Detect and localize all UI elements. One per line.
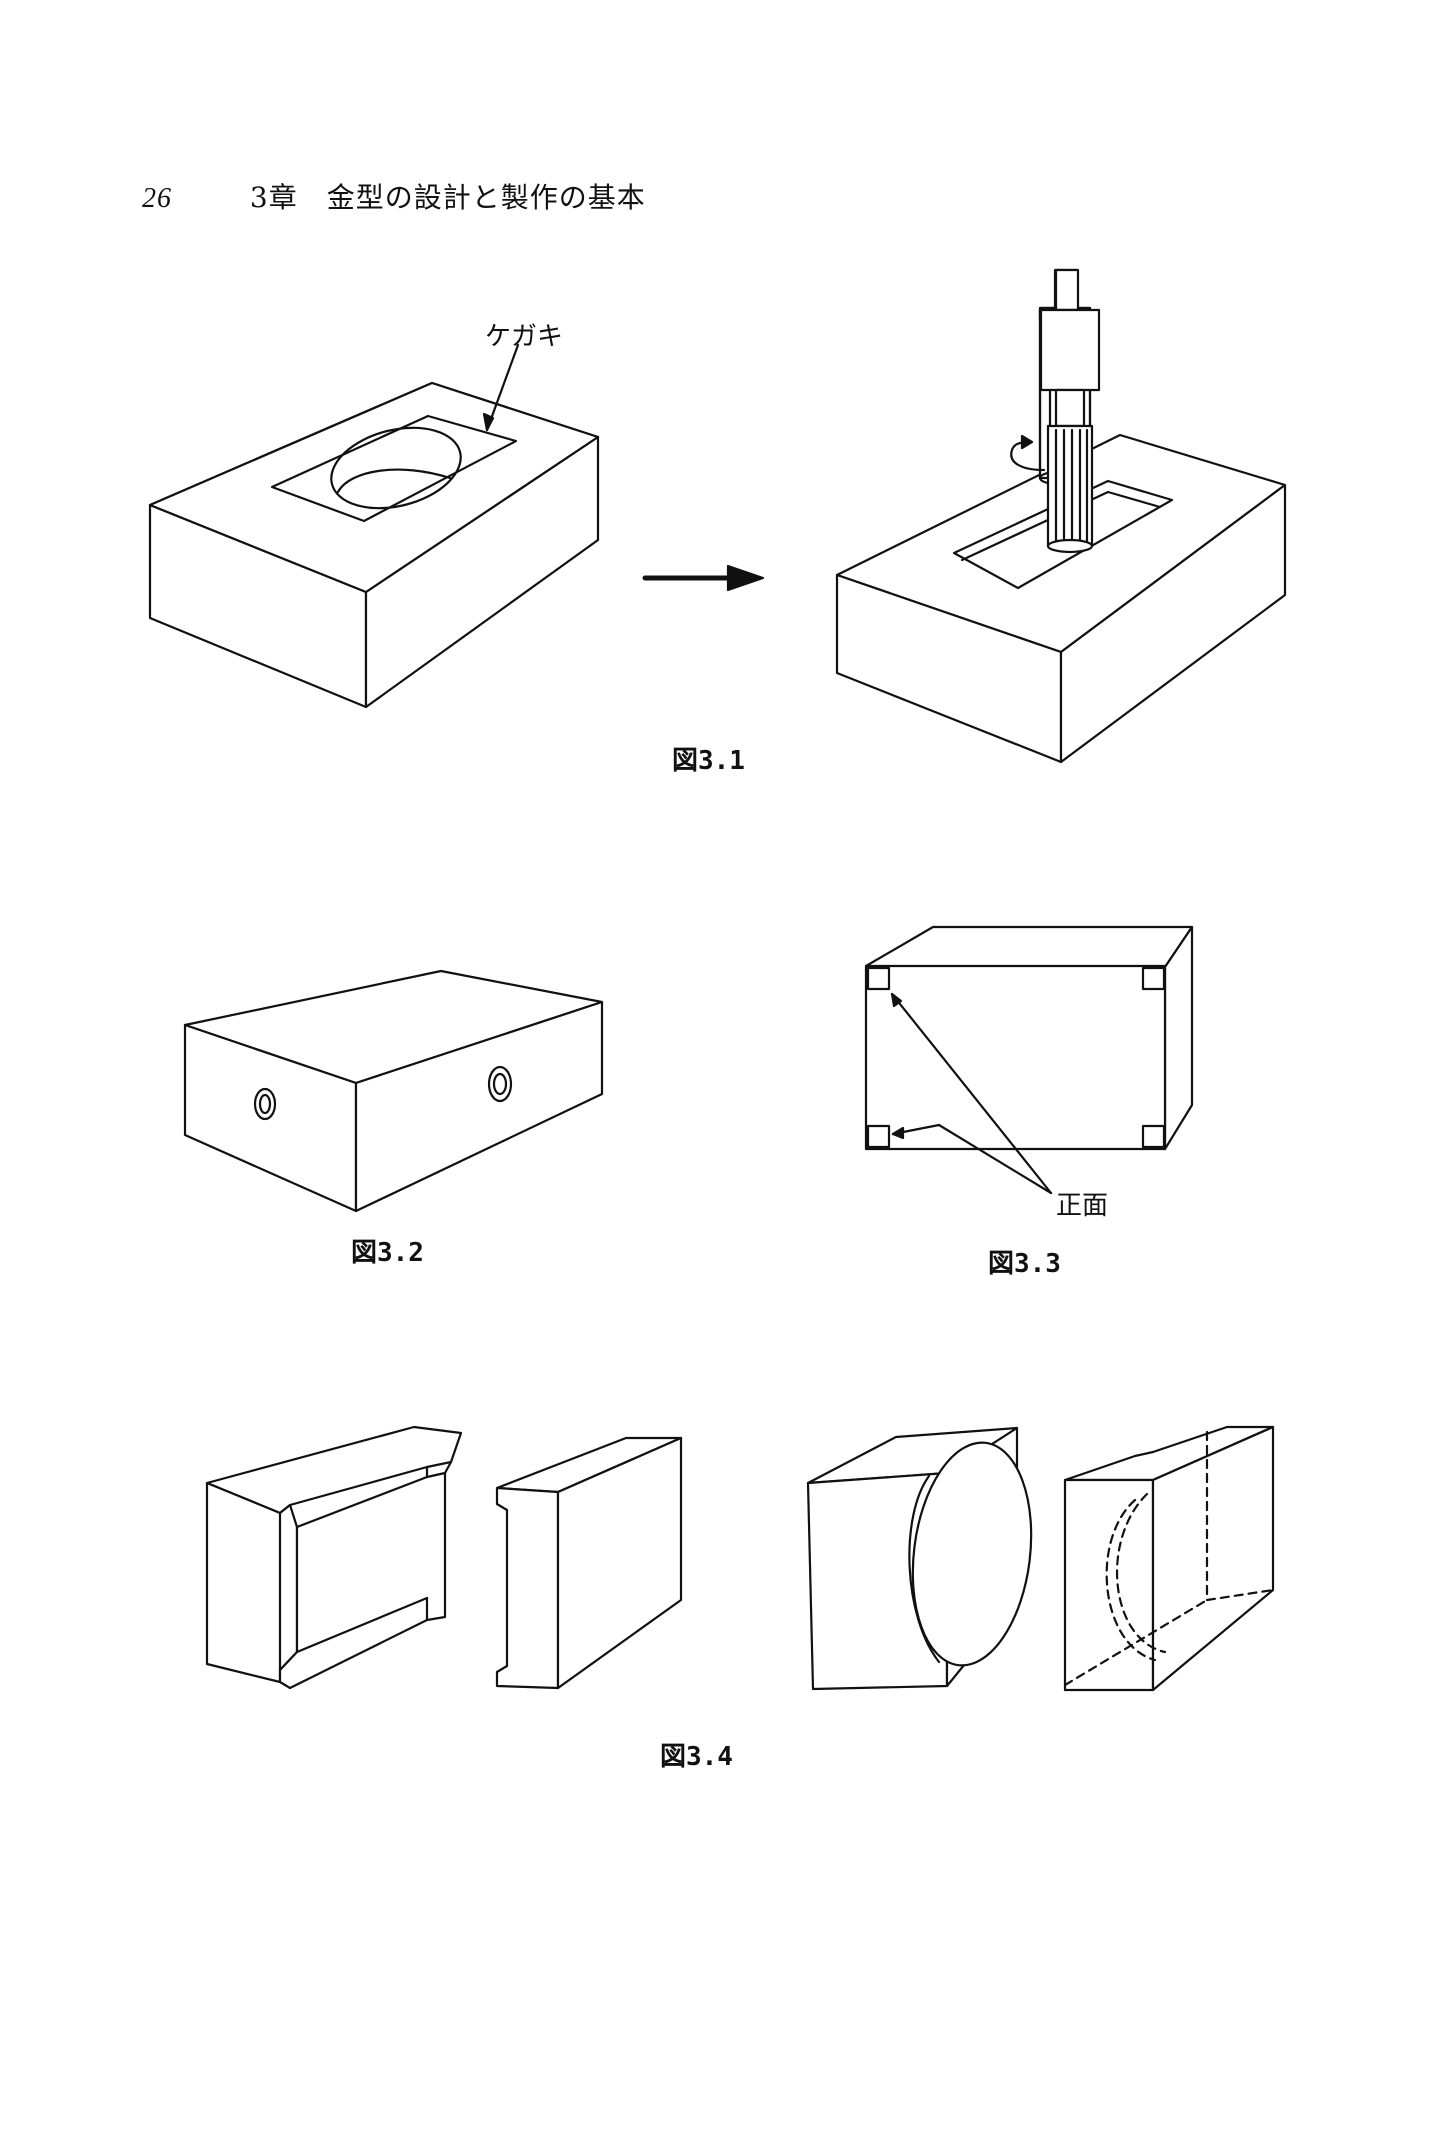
part-d-illustration	[1063, 1425, 1275, 1692]
caption-fig-3-3: 図3.3	[988, 1249, 1061, 1279]
spindle-icon	[1030, 300, 1110, 560]
caption-fig-3-2: 図3.2	[351, 1238, 424, 1268]
caption-fig-3-4: 図3.4	[660, 1742, 733, 1772]
rotation-arrow-icon	[1000, 430, 1060, 490]
page-number: 26	[142, 183, 172, 214]
chapter-title: 3章 金型の設計と製作の基本	[249, 181, 646, 214]
page-header: 26 3章 金型の設計と製作の基本	[142, 176, 646, 216]
part-c-illustration	[806, 1426, 1033, 1691]
figure-3-1	[0, 0, 1439, 800]
block-with-scribe-illustration	[148, 381, 600, 709]
part-b-illustration	[495, 1436, 683, 1690]
kegaki-arrowhead	[482, 412, 495, 432]
label-kegaki: ケガキ	[485, 322, 564, 352]
kegaki-pointer-line	[485, 343, 520, 432]
caption-fig-3-1: 図3.1	[672, 746, 745, 776]
figure-3-3	[860, 920, 1210, 1200]
figure-3-2	[170, 960, 620, 1220]
label-front: 正面	[1056, 1191, 1109, 1221]
part-a-illustration	[205, 1425, 463, 1690]
figure-3-4	[195, 1420, 1275, 1720]
